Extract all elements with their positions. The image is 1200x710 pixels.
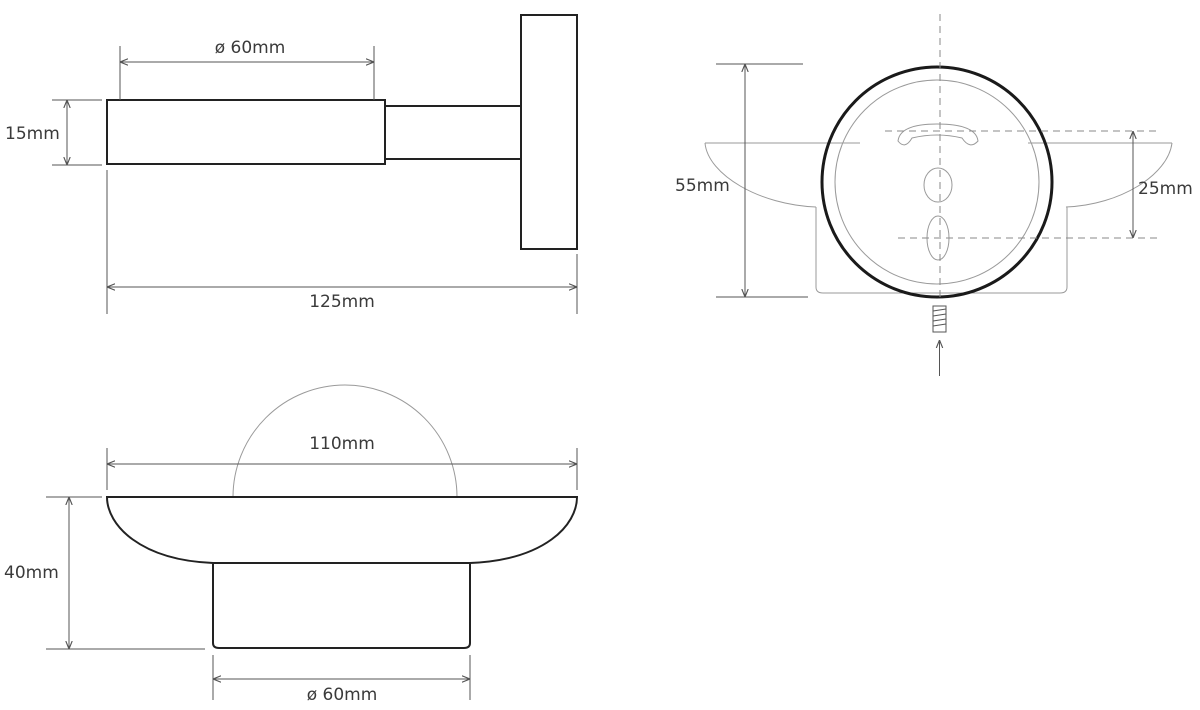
dim-label-dish-width: 110mm — [309, 434, 375, 454]
rosette-inner — [834, 79, 1040, 285]
dim-label-dish-height: 40mm — [4, 563, 59, 583]
mounting-slot — [897, 123, 979, 146]
front-view: 55mm 25mm — [675, 14, 1193, 376]
holder-neck — [384, 105, 522, 160]
screw-hole-upper — [923, 167, 953, 203]
holder-arm — [106, 99, 386, 165]
side-view: ø 60mm 15mm 125mm — [5, 14, 578, 314]
dim-label-front-height: 55mm — [675, 176, 730, 196]
dim-label-dish-base: ø 60mm — [307, 685, 378, 705]
dish-view: 110mm 40mm ø 60mm — [4, 384, 579, 705]
dish-outline-back — [704, 142, 1173, 294]
dim-label-side-diameter: ø 60mm — [215, 38, 286, 58]
rosette-outer — [820, 65, 1054, 299]
dim-label-side-length: 125mm — [309, 292, 375, 312]
dish-body — [105, 496, 579, 649]
wall-plate — [520, 14, 578, 250]
dim-label-side-height: 15mm — [5, 124, 60, 144]
soap-dome — [232, 384, 458, 498]
dim-label-hole-spacing: 25mm — [1138, 179, 1193, 199]
grub-screw — [932, 305, 947, 376]
